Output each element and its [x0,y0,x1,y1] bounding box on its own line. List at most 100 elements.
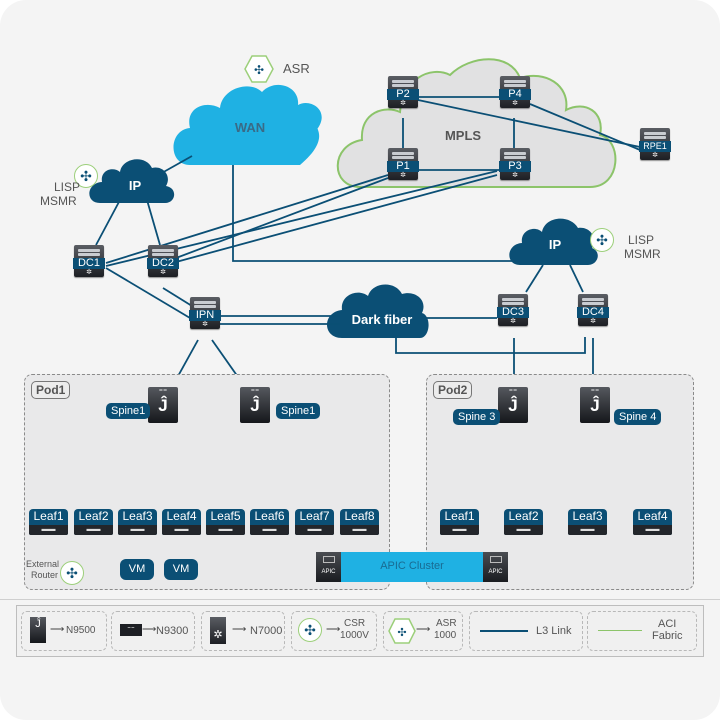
pod1-spine-a-label: Spine1 [106,403,151,419]
pod1-leaf-4[interactable]: Leaf4▬▬ [162,509,201,535]
legend-item-n7000: ✲ ⟶ N7000 [201,611,285,651]
pod1-leaf-7[interactable]: Leaf7▬▬ [295,509,334,535]
leaf-label: Leaf1 [444,509,475,523]
vm-2[interactable]: VM [164,559,198,580]
switch-ipn[interactable]: IPN ✲ [189,297,221,329]
lisp-left-label-1: LISP [53,180,80,194]
router-rpe1[interactable]: RPE1 ✲ [639,128,671,160]
l3-link [146,199,161,246]
spine-icon: Ĵ [590,396,600,415]
l3-link [162,287,193,307]
wan-cloud [173,84,322,165]
legend-label-csr-1: CSR [344,618,366,629]
l3-link [529,103,641,151]
pod2-spine-3[interactable]: ⁼⁼Ĵ [498,387,528,423]
switch-dc3[interactable]: DC3 ✲ [497,294,529,326]
pod2-leaf-3[interactable]: Leaf3 ▬▬ [568,509,607,535]
router-p1[interactable]: P1 ✲ [387,148,419,180]
leaf-switch-icon: ▬▬ [29,525,68,535]
external-router-icon[interactable]: ✣ [60,561,84,585]
switch-dc2[interactable]: DC2 ✲ [147,245,179,277]
switch-dc4[interactable]: DC4 ✲ [577,294,609,326]
leaf-switch-icon: ▬▬ [74,525,113,535]
n7000-switch-icon: ✲ [210,617,226,644]
spine-icon: Ĵ [508,396,518,415]
legend-divider [0,599,720,600]
legend-item-asr: ✣ ⟶ ASR 1000 [383,611,463,651]
leaf-switch-icon: ▬▬ [568,525,607,535]
pod1-leaf-3[interactable]: Leaf3 ▬▬ [118,509,157,535]
leaf-switch-icon: ▬▬ [504,525,543,535]
pod2-leaf-1[interactable]: Leaf1 ▬▬ [440,509,479,535]
lisp-right-label-2: MSMR [624,247,661,261]
dark-fiber-cloud [327,284,429,338]
pod1-leaf-8[interactable]: Leaf8 ▬▬ [340,509,379,535]
vm-1[interactable]: VM [120,559,154,580]
legend: Ĵ ⟶ N9500 ⁼⁼ ⟶ N9300 ✲ ⟶ N7000 ✣ ⟶ CSR 1… [16,605,704,657]
router-p2[interactable]: P2 ✲ [387,76,419,108]
dark-fiber-cloud-label: Dark fiber [351,312,413,327]
l3-links [95,96,641,388]
legend-label-aci-2: Fabric [652,630,683,642]
mpls-cloud-label: MPLS [444,128,482,143]
router-p3[interactable]: P3 ✲ [499,148,531,180]
pod1-leaf-6[interactable]: Leaf6▬▬ [250,509,289,535]
leaf-switch-icon: ▬▬ [340,525,379,535]
leaf-label: Leaf8 [344,509,375,523]
l3-link [105,267,191,319]
legend-item-aci-fabric: ACI Fabric [587,611,697,651]
apic-controller-right: APIC [483,552,508,582]
pod1-spine-b[interactable]: ⁼⁼Ĵ [240,387,270,423]
l3-link [417,99,641,148]
ip-cloud-left-label: IP [128,178,142,193]
leaf-switch-icon: ▬▬ [118,525,157,535]
pod2-leaf-4[interactable]: Leaf4▬▬ [633,509,672,535]
pod1-leaf-5[interactable]: Leaf5 ▬▬ [206,509,245,535]
aci-fabric-line [598,630,642,631]
leaf-switch-icon: ▬▬ [206,525,245,535]
csr-router-icon: ✣ [298,618,322,642]
l3-link [525,264,544,293]
l3-link [569,264,584,293]
apic-cluster[interactable]: APIC APIC Cluster APIC [316,552,508,582]
router-p4[interactable]: P4 ✲ [499,76,531,108]
leaf-switch-icon: ▬▬ [440,525,479,535]
pod1-spine-a[interactable]: ⁼⁼Ĵ [148,387,178,423]
pod1-leaf-1[interactable]: Leaf1 ▬▬ [29,509,68,535]
n9500-spine-icon: Ĵ [30,617,46,643]
l3-link [175,174,498,263]
pod2-leaf-2[interactable]: Leaf2 ▬▬ [504,509,543,535]
spine-icon: Ĵ [158,396,168,415]
pod2-spine-3-label: Spine 3 [453,409,501,425]
pod2-spine-4-label: Spine 4 [614,409,662,425]
pod2-spine-4[interactable]: ⁼⁼Ĵ [580,387,610,423]
switch-dc1[interactable]: DC1 ✲ [73,245,105,277]
l3-link [232,165,520,262]
pod1-leaf-2[interactable]: Leaf2▬▬ [74,509,113,535]
switch-dc2-label: DC2 [147,258,179,269]
leaf-label: Leaf4 [166,509,197,523]
apic-controller-left: APIC [316,552,341,582]
leaf-label: Leaf2 [508,509,539,523]
router-p3-label: P3 [499,161,531,172]
leaf-switch-icon: ▬▬ [295,525,334,535]
leaf-label: Leaf3 [572,509,603,523]
legend-label-n9500: N9500 [66,625,96,636]
pod1-spine-b-label: Spine1 [276,403,321,419]
legend-label-n9300: N9300 [156,625,189,637]
external-router-label-1: External [26,559,60,569]
l3-link [395,336,586,354]
legend-item-n9300: ⁼⁼ ⟶ N9300 [111,611,195,651]
legend-item-csr: ✣ ⟶ CSR 1000V [291,611,377,651]
pod1-label: Pod1 [31,381,71,399]
leaf-label: Leaf1 [33,509,64,523]
leaf-label: Leaf5 [210,509,241,523]
leaf-label: Leaf3 [122,509,153,523]
lisp-msmr-router-left-icon: ✣ [74,164,98,188]
legend-label-asr-1: ASR [436,618,457,629]
ip-cloud-left [89,159,175,203]
n9300-leaf-icon: ⁼⁼ [120,624,142,636]
external-router-label-2: Router [30,570,58,580]
svg-text:✣: ✣ [254,63,264,77]
svg-text:✣: ✣ [397,626,406,639]
